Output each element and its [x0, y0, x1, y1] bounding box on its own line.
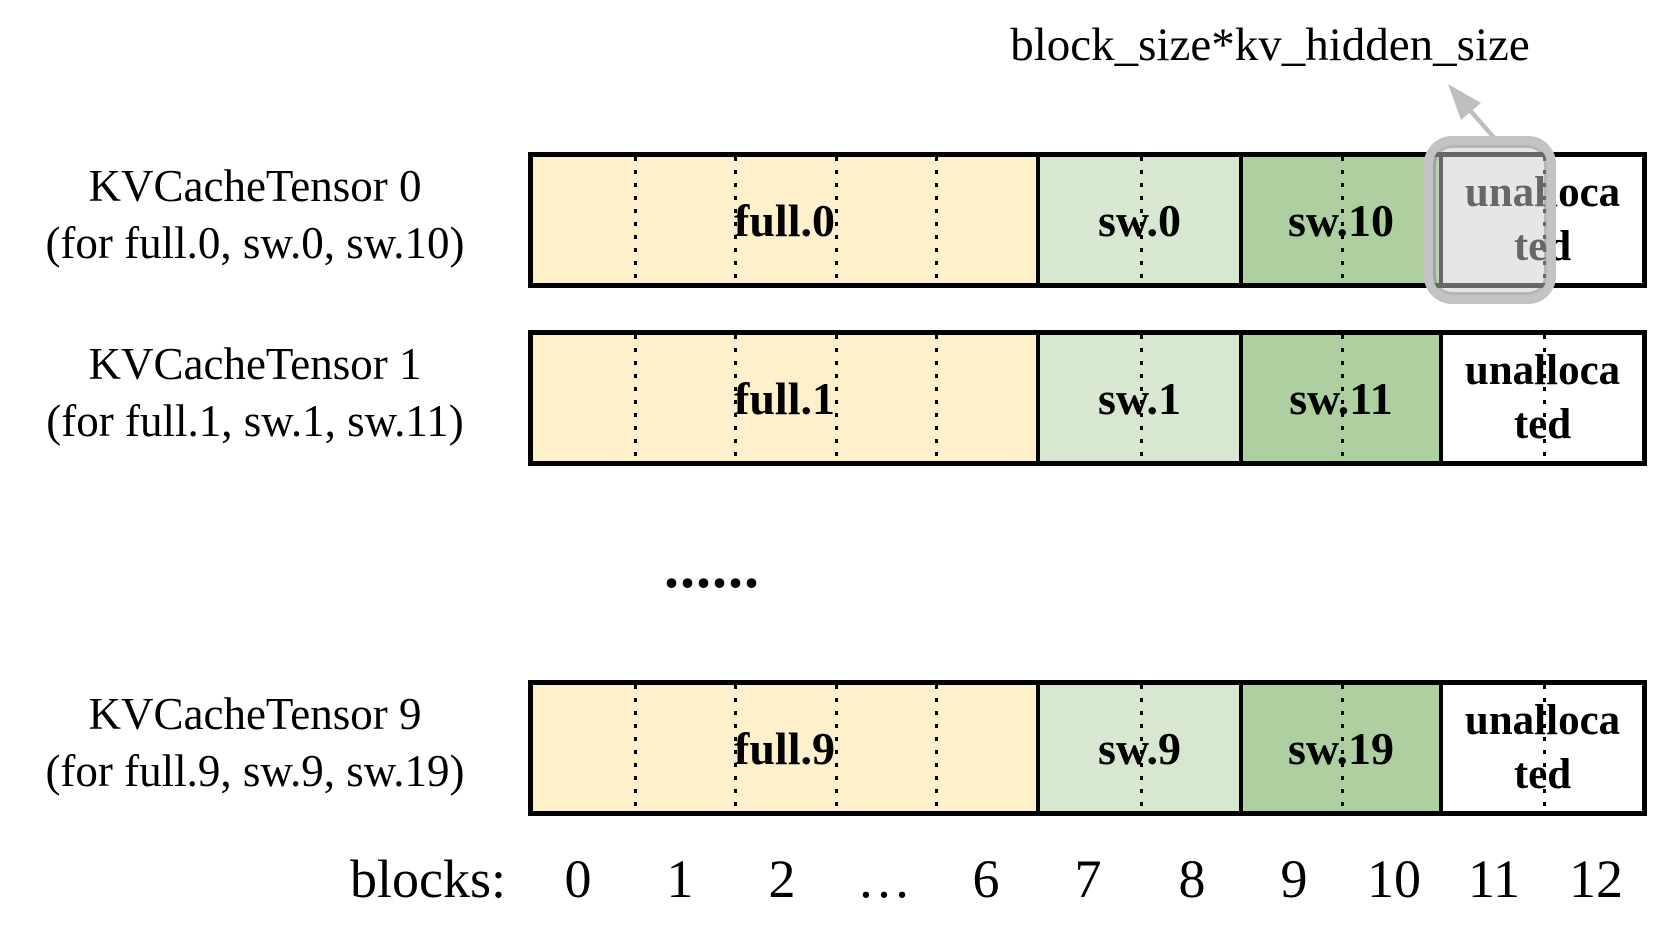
tensor-9-segment-sw-a: sw.9	[1040, 685, 1243, 811]
blocks-axis-label: blocks:	[350, 849, 506, 909]
tensor-9-segment-unallocated: unallocated	[1443, 685, 1642, 811]
segment-label: unallocated	[1464, 697, 1621, 798]
tensor-1-label: KVCacheTensor 1 (for full.1, sw.1, sw.11…	[10, 336, 500, 450]
tensor-0-segment-sw-b: sw.10	[1243, 157, 1443, 283]
block-divider	[1139, 685, 1143, 811]
segment-label: full.1	[734, 372, 835, 424]
block-divider	[1341, 157, 1344, 283]
block-divider	[633, 685, 637, 811]
segment-label: sw.9	[1097, 722, 1182, 774]
tensor-0-segment-sw-a: sw.0	[1040, 157, 1243, 283]
tensor-9-bar: full.9 sw.9 sw.19 unallocated	[528, 680, 1647, 816]
block-divider	[734, 685, 738, 811]
blocks-axis: blocks: 0 1 2 … 6 7 8 9 10 11 12	[0, 848, 1676, 918]
axis-tick-1: 1	[666, 849, 694, 909]
tensor-0-for-label: (for full.0, sw.0, sw.10)	[45, 218, 465, 268]
block-divider	[1139, 157, 1143, 283]
block-divider	[1341, 685, 1344, 811]
block-size-annotation: block_size*kv_hidden_size	[1010, 19, 1530, 71]
axis-tick-11: 11	[1468, 849, 1520, 909]
segment-label: sw.10	[1287, 194, 1395, 246]
tensor-1-for-label: (for full.1, sw.1, sw.11)	[46, 396, 464, 446]
axis-tick-ellipsis: …	[857, 849, 911, 909]
block-divider	[834, 157, 838, 283]
rows-ellipsis: ......	[664, 534, 760, 600]
tensor-9-segment-full: full.9	[533, 685, 1040, 811]
tensor-0-name: KVCacheTensor 0	[88, 161, 422, 211]
highlighted-block-outline	[1424, 136, 1556, 304]
axis-tick-10: 10	[1367, 849, 1421, 909]
axis-tick-7: 7	[1074, 849, 1102, 909]
tensor-1-segment-sw-b: sw.11	[1243, 335, 1443, 461]
segment-label: full.9	[734, 722, 835, 774]
tensor-9-segment-sw-b: sw.19	[1243, 685, 1443, 811]
segment-label: sw.11	[1289, 372, 1393, 424]
axis-tick-12: 12	[1569, 849, 1623, 909]
tensor-0-segment-full: full.0	[533, 157, 1040, 283]
tensor-1-segment-full: full.1	[533, 335, 1040, 461]
block-divider	[1542, 335, 1546, 461]
block-divider	[633, 335, 637, 461]
block-divider	[633, 157, 637, 283]
block-divider	[1542, 685, 1546, 811]
tensor-0-label: KVCacheTensor 0 (for full.0, sw.0, sw.10…	[10, 158, 500, 272]
block-divider	[1341, 335, 1344, 461]
tensor-9-label: KVCacheTensor 9 (for full.9, sw.9, sw.19…	[10, 686, 500, 800]
tensor-1-bar: full.1 sw.1 sw.11 unallocated	[528, 330, 1647, 466]
tensor-9-name: KVCacheTensor 9	[88, 689, 422, 739]
block-divider	[935, 335, 939, 461]
block-divider	[935, 685, 939, 811]
axis-tick-2: 2	[768, 849, 796, 909]
axis-tick-6: 6	[972, 849, 1000, 909]
tensor-9-for-label: (for full.9, sw.9, sw.19)	[45, 746, 465, 796]
block-divider	[834, 335, 838, 461]
block-divider	[734, 335, 738, 461]
tensor-1-segment-sw-a: sw.1	[1040, 335, 1243, 461]
segment-label: sw.19	[1287, 722, 1395, 774]
block-divider	[834, 685, 838, 811]
block-divider	[935, 157, 939, 283]
segment-label: sw.1	[1097, 372, 1182, 424]
axis-tick-8: 8	[1178, 849, 1206, 909]
segment-label: unallocated	[1464, 347, 1621, 448]
block-divider	[1139, 335, 1143, 461]
block-divider	[734, 157, 738, 283]
segment-label: full.0	[734, 194, 835, 246]
segment-label: sw.0	[1097, 194, 1182, 246]
tensor-1-name: KVCacheTensor 1	[88, 339, 422, 389]
axis-tick-9: 9	[1280, 849, 1308, 909]
axis-tick-0: 0	[564, 849, 592, 909]
tensor-1-segment-unallocated: unallocated	[1443, 335, 1642, 461]
